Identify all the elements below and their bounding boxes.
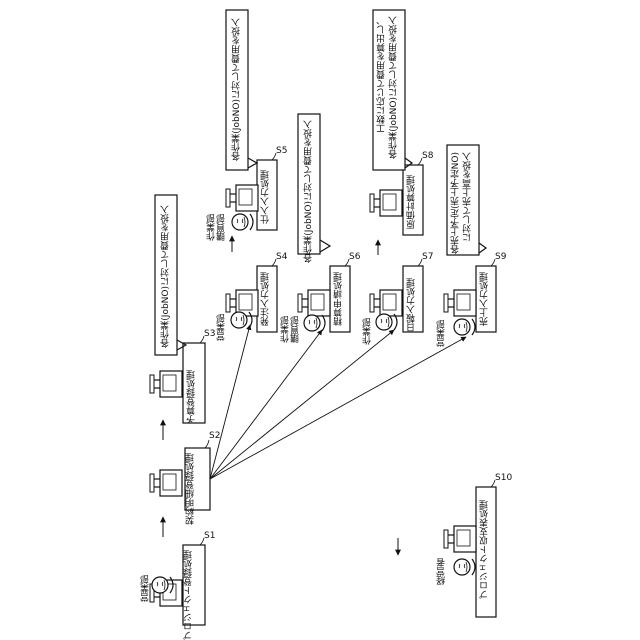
process-label-s10: プロジェクト収支表処理 [481,500,490,599]
actor-label-s7: 作業部 [364,318,373,345]
actor-label-s5-line1: 作業部 [208,214,217,241]
callout-text-s8-line1: 工数に応じて費用を算出し、 [378,16,387,133]
fan-to-s6 [210,330,322,479]
process-label-s5: 仕入入力処理 [262,170,271,224]
process-label-s2: 契約明細登録処理 [187,453,196,525]
process-label-s7: 日報入力処理 [408,278,417,332]
step-tag-s7: S7 [422,253,433,262]
step-tag-s8: S8 [422,152,433,161]
computer-s7-icon [370,290,402,316]
callout-text-s8-line2: 各作業(JobNO)に対して費用を投入 [390,16,399,159]
computer-s3-icon [150,371,182,397]
process-label-s6: 精算申請処理 [335,272,344,326]
person-work-purchase-s6-icon [304,315,325,331]
step-tag-s6: S6 [349,253,360,262]
actor-label-s5-line2: 購買部 [218,214,227,241]
computer-s9-icon [444,290,476,316]
callout-text-s9-line2: に対して売上高を投入 [464,152,473,242]
fan-to-s7 [210,330,394,479]
step-tag-s3: S3 [204,330,215,339]
process-label-s8: 原価計算処理 [408,175,417,229]
computer-s10-icon [444,526,476,552]
step-tag-s10: S10 [495,474,512,483]
fan-to-s4 [210,325,250,479]
actor-label-s10: 経営者 [438,558,447,585]
computer-s2-icon [150,470,182,496]
actor-label-s1: 営業部 [142,575,151,602]
actor-label-s6-line1: 作業部 [282,316,291,343]
computer-s5-icon [226,185,258,211]
step-tag-s2: S2 [209,432,220,441]
callout-text-s6: 各作業(JobNO)に対して費用を投入 [305,120,314,263]
actor-label-s4: 営業部 [218,314,227,341]
step-tag-s4: S4 [276,253,287,262]
person-work-purchase-s5-icon [232,214,253,230]
process-label-s1: プロジェクト登録処理 [185,550,194,640]
actor-label-s6-line2: 購買部 [292,316,301,343]
step-tag-s1: S1 [204,532,215,541]
process-label-s3: 予算登録処理 [188,370,197,424]
actor-label-s9: 営業部 [438,320,447,347]
fan-to-s9 [210,337,466,479]
step-tag-s9: S9 [495,253,506,262]
step-tag-s5: S5 [276,147,287,156]
callout-text-s9-line1: 各売上予定(売上予定NO) [452,152,461,254]
computer-s8-icon [370,190,402,216]
computer-s6-icon [298,290,330,316]
callout-text-s3: 各作業(JobNO)に対して費用を投入 [162,205,171,348]
callout-text-s5: 各作業(JobNO)に対して費用を投入 [233,18,242,161]
person-sales-s9-icon [454,319,475,335]
person-manager-s10-icon [454,559,475,575]
process-label-s9: 売上入力処理 [481,272,490,326]
process-label-s4: 発注入力処理 [262,272,271,326]
